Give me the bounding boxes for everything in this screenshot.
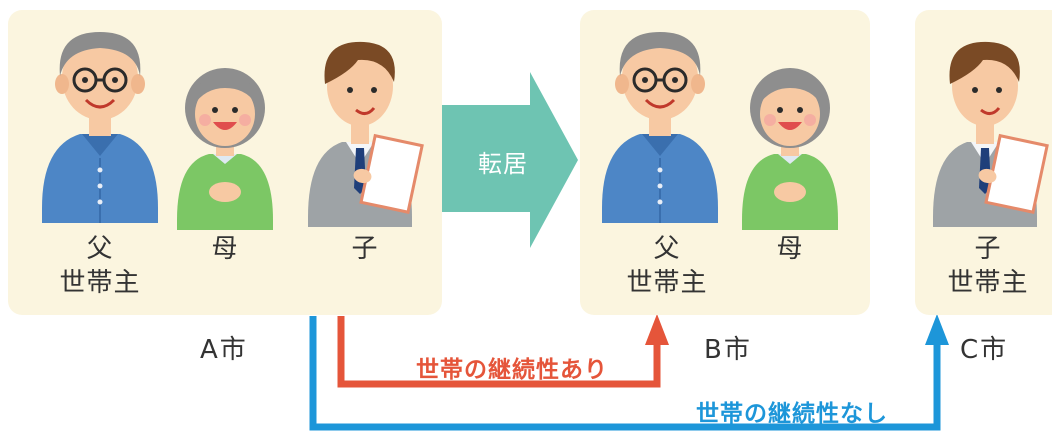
person-label-a-father: 父 世帯主 [59,234,141,298]
move-arrow-label: 転居 [478,150,528,178]
move-arrow-shape [442,72,578,248]
mother-figure-a [177,68,273,230]
mother-figure-b [742,68,838,230]
flow-arrowhead-continuity [645,314,669,345]
person-label-a-mother: 母 [211,234,239,264]
flow-arrowhead-no-continuity [925,314,949,345]
person-label-a-son: 子 [351,234,379,264]
person-label-c-son: 子 世帯主 [947,234,1029,298]
son-figure-c [931,40,1049,229]
city-label-c: C市 [960,335,1009,365]
flow-label-no-continuity: 世帯の継続性なし [696,401,888,427]
person-label-b-father: 父 世帯主 [626,234,708,298]
father-figure-b [600,30,720,225]
flow-line-continuity [337,316,661,388]
city-label-a: A市 [200,335,248,365]
person-label-b-mother: 母 [776,234,804,264]
father-figure-a [40,30,160,225]
city-label-b: B市 [704,335,752,365]
flow-line-no-continuity [309,316,941,431]
son-figure-a [306,40,424,229]
flow-label-continuity: 世帯の継続性あり [416,357,608,383]
